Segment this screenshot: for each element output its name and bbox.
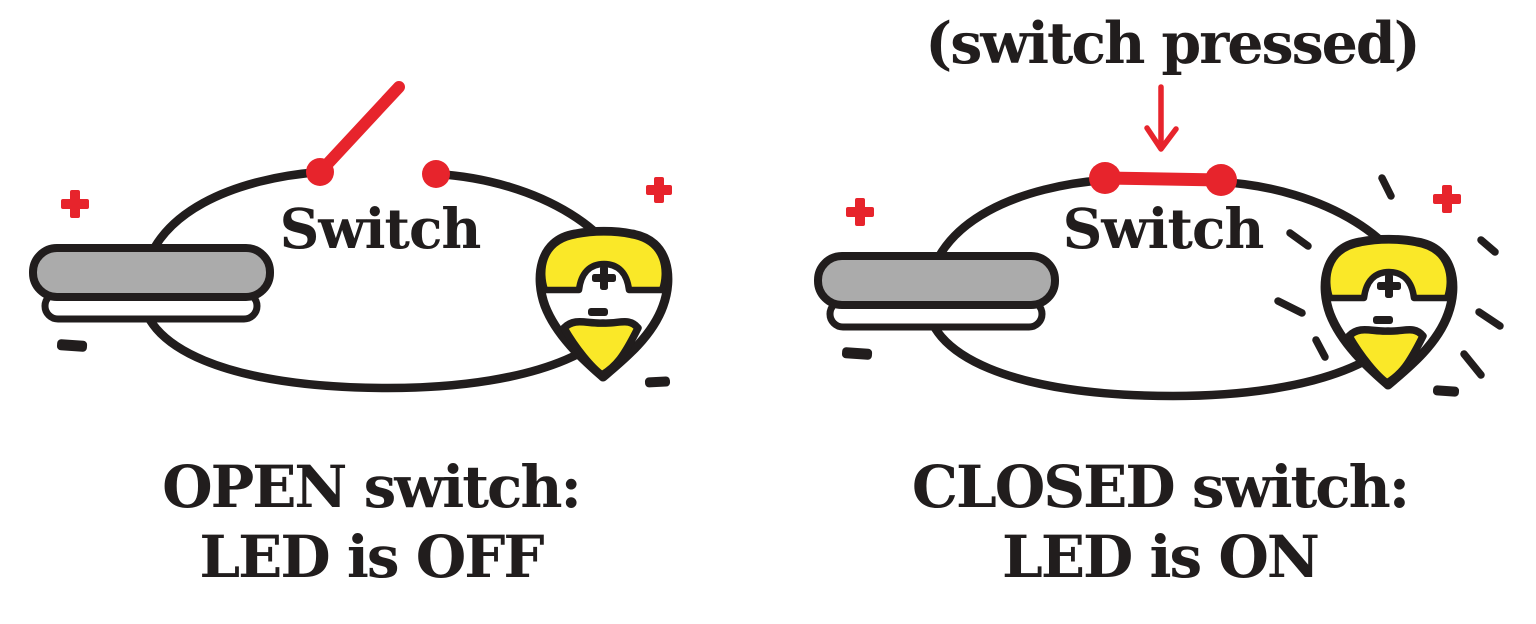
switch-open	[306, 81, 450, 188]
battery-plus-icon	[61, 190, 89, 218]
switch-contact-left	[1089, 162, 1121, 194]
caption-open-switch: OPEN switch: LED is OFF	[71, 452, 671, 592]
switch-contact-right	[422, 160, 450, 188]
switch-closed	[1089, 162, 1237, 196]
switch-label-right: Switch	[1062, 196, 1265, 261]
led-right	[1325, 239, 1453, 385]
led-light-rays	[1274, 174, 1504, 379]
led-minus-icon	[644, 376, 671, 388]
caption-line: OPEN switch:	[162, 453, 582, 521]
caption-line: LED is ON	[1002, 523, 1320, 591]
battery-plus-icon	[846, 198, 874, 226]
led-minus-icon	[1432, 385, 1460, 397]
caption-line: LED is OFF	[199, 523, 544, 591]
switch-contact-right	[1205, 164, 1237, 196]
led-plus-icon	[646, 177, 672, 203]
battery-right	[818, 256, 1055, 327]
battery-left	[33, 248, 270, 319]
led-plus-icon	[1433, 185, 1461, 213]
caption-closed-switch: CLOSED switch: LED is ON	[860, 452, 1460, 592]
switch-bar	[1104, 171, 1222, 187]
press-arrow-icon	[1144, 84, 1179, 152]
open-circuit-group	[33, 81, 672, 393]
caption-line: CLOSED switch:	[911, 453, 1410, 521]
battery-minus-icon	[56, 339, 88, 352]
switch-label-left: Switch	[279, 196, 482, 261]
battery-minus-icon	[841, 347, 873, 360]
closed-circuit-group	[818, 84, 1504, 401]
pressed-note-label: (switch pressed)	[925, 10, 1421, 77]
switch-contact-left	[306, 158, 334, 186]
switch-lever	[314, 81, 405, 178]
